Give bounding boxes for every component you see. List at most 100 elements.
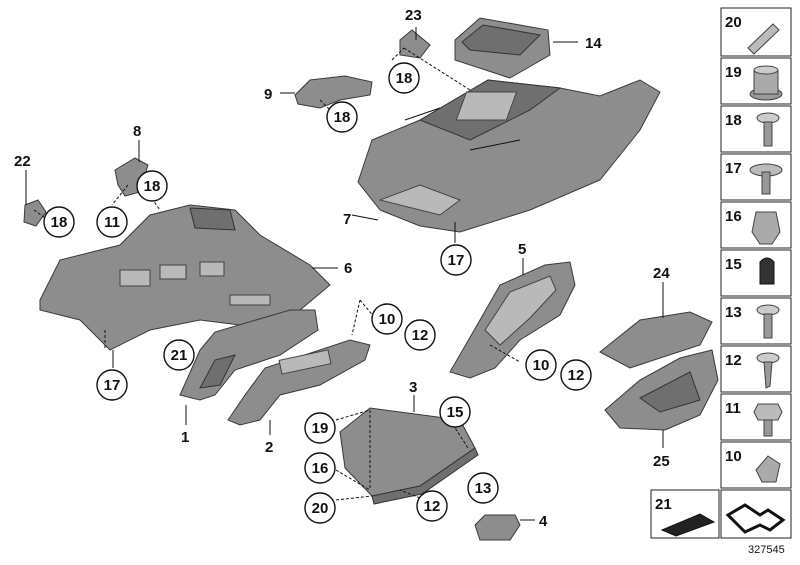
callout-circle-12: 12 [416, 490, 448, 522]
callout-4: 4 [539, 513, 548, 530]
svg-text:10: 10 [379, 311, 396, 328]
callout-circle-18: 18 [326, 101, 358, 133]
part-callouts: 14 23 9 8 22 6 7 1 2 3 4 5 24 25 [14, 7, 670, 530]
svg-text:15: 15 [725, 256, 742, 273]
callout-circle-13: 13 [467, 472, 499, 504]
torx-screw-icon [756, 304, 780, 339]
gear-nut-icon [749, 65, 783, 101]
pin-icon [747, 23, 780, 55]
self-tapping-screw-icon [756, 352, 780, 389]
svg-text:12: 12 [725, 352, 742, 369]
part-23-bracket [399, 29, 431, 59]
callout-circle-21: 21 [163, 339, 195, 371]
svg-text:13: 13 [725, 304, 742, 321]
callout-24: 24 [653, 265, 670, 282]
hex-bolt-icon [753, 403, 783, 437]
svg-text:16: 16 [725, 208, 742, 225]
callout-circle-18: 18 [43, 206, 75, 238]
callout-14: 14 [585, 35, 602, 52]
callout-9: 9 [264, 86, 272, 103]
svg-text:17: 17 [448, 252, 465, 269]
svg-text:11: 11 [725, 400, 741, 417]
svg-text:21: 21 [171, 347, 188, 364]
callout-circle-20: 20 [304, 492, 336, 524]
spring-nut-icon [755, 455, 781, 483]
washer-screw-icon [749, 163, 783, 195]
part-25-trim [604, 349, 719, 431]
callout-circle-19: 19 [304, 412, 336, 444]
legend-item-12: 12 [720, 345, 792, 393]
svg-text:18: 18 [51, 214, 68, 231]
legend-item-16: 16 [720, 201, 792, 249]
callout-circle-18: 18 [136, 170, 168, 202]
callout-8: 8 [133, 123, 141, 140]
legend-item-10: 10 [720, 441, 792, 489]
svg-text:21: 21 [655, 496, 672, 513]
svg-text:10: 10 [725, 448, 742, 465]
part-3-glovebox [339, 407, 479, 505]
callout-23: 23 [405, 7, 422, 24]
legend-item-frame [720, 489, 792, 539]
callout-circle-18: 18 [388, 62, 420, 94]
svg-text:20: 20 [725, 14, 742, 31]
part-9-bracket [294, 75, 373, 109]
part-4-handle [474, 514, 521, 541]
diagram-id: 327545 [748, 544, 785, 556]
part-6-lower-carrier [39, 204, 331, 351]
part-7-carrier [357, 79, 661, 233]
legend-item-15: 15 [720, 249, 792, 297]
fastener-legend: 20 19 18 17 [650, 7, 792, 556]
svg-text:12: 12 [424, 498, 441, 515]
svg-text:16: 16 [312, 460, 329, 477]
callout-circle-10: 10 [525, 349, 557, 381]
legend-item-20: 20 [720, 7, 792, 57]
screw-icon [756, 112, 780, 147]
svg-text:10: 10 [533, 357, 550, 374]
legend-item-18: 18 [720, 105, 792, 153]
callout-circle-10: 10 [371, 303, 403, 335]
callout-1: 1 [181, 429, 189, 446]
wave-frame-icon [725, 503, 786, 534]
svg-text:11: 11 [104, 214, 120, 231]
callout-5: 5 [518, 241, 526, 258]
svg-text:12: 12 [412, 327, 429, 344]
legend-item-11: 11 [720, 393, 792, 441]
callout-circle-12: 12 [404, 319, 436, 351]
circled-callouts: 18 18 18 18 11 17 17 10 12 21 10 [43, 62, 592, 524]
callout-22: 22 [14, 153, 31, 170]
callout-circle-17: 17 [96, 369, 128, 401]
svg-text:15: 15 [447, 404, 464, 421]
rubber-buffer-icon [759, 257, 775, 285]
part-1-trim [179, 309, 319, 401]
svg-text:18: 18 [725, 112, 742, 129]
svg-text:19: 19 [725, 64, 742, 81]
svg-text:18: 18 [396, 70, 413, 87]
part-2-trim [227, 339, 371, 426]
callout-25: 25 [653, 453, 670, 470]
svg-text:20: 20 [312, 500, 329, 517]
svg-text:17: 17 [725, 160, 742, 177]
legend-item-13: 13 [720, 297, 792, 345]
svg-text:19: 19 [312, 420, 329, 437]
legend-item-19: 19 [720, 57, 792, 105]
part-24-trim [599, 311, 713, 369]
svg-text:12: 12 [568, 367, 585, 384]
part-5-frame [449, 261, 576, 379]
clip-icon [751, 211, 781, 245]
callout-circle-11: 11 [96, 206, 128, 238]
svg-text:18: 18 [334, 109, 351, 126]
svg-text:13: 13 [475, 480, 492, 497]
callout-circle-12: 12 [560, 359, 592, 391]
callout-circle-15: 15 [439, 396, 471, 428]
foam-pad-icon [660, 513, 716, 537]
legend-item-17: 17 [720, 153, 792, 201]
part-14-tray [454, 17, 551, 79]
callout-circle-16: 16 [304, 452, 336, 484]
callout-circle-17: 17 [440, 244, 472, 276]
callout-6: 6 [344, 260, 352, 277]
svg-text:18: 18 [144, 178, 161, 195]
legend-item-21: 21 [650, 489, 720, 539]
callout-2: 2 [265, 439, 273, 456]
part-22-bracket [23, 199, 47, 227]
